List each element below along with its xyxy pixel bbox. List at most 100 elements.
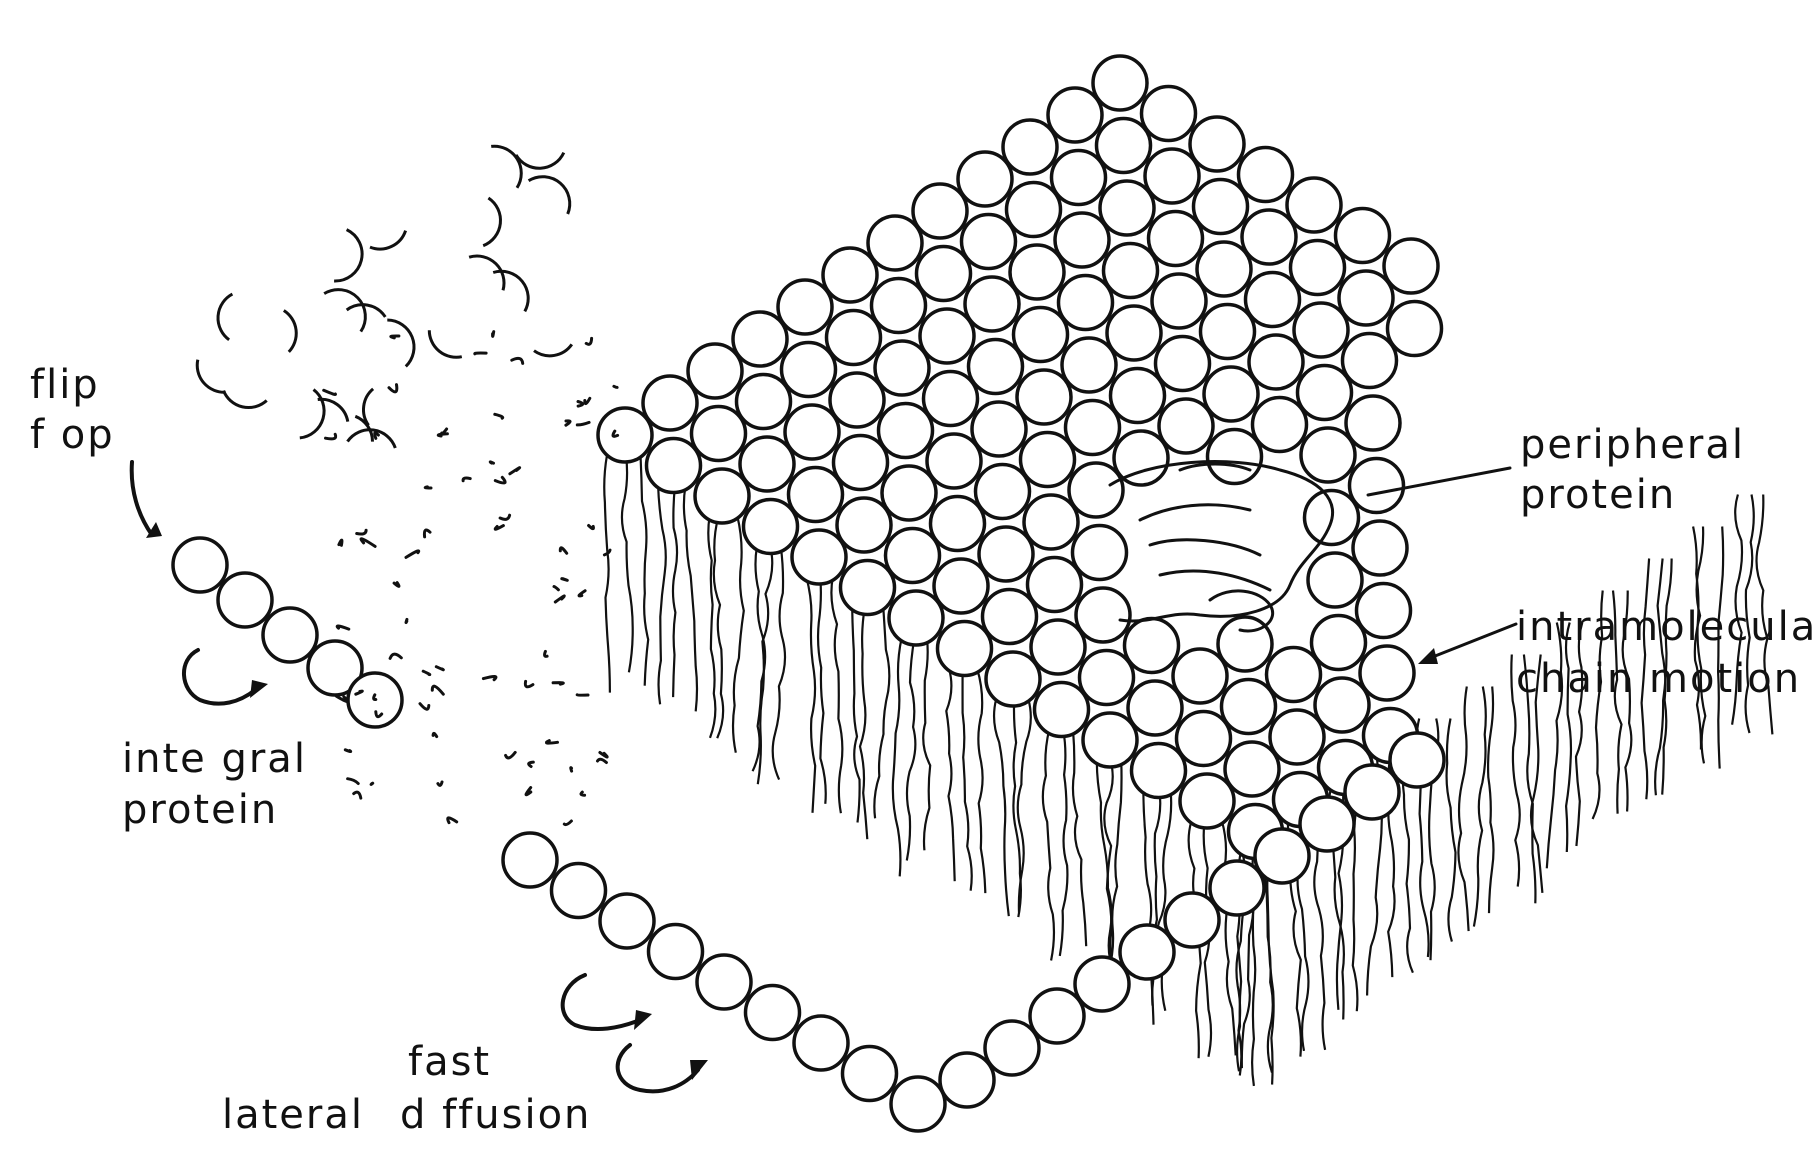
lipid-head bbox=[1031, 620, 1085, 674]
lipid-head bbox=[827, 311, 881, 365]
integral-protein-stroke bbox=[581, 792, 585, 795]
flip-flop-label-line2: f op bbox=[30, 412, 115, 458]
lipid-head bbox=[1125, 619, 1179, 673]
lipid-head bbox=[872, 279, 926, 333]
lipid-tail bbox=[1073, 730, 1086, 947]
lipid-tail bbox=[1447, 719, 1456, 942]
lateral-diffusion-arrowhead-2 bbox=[690, 1060, 708, 1080]
integral-protein-stroke bbox=[600, 753, 607, 758]
bottom-lipid-head bbox=[649, 925, 703, 979]
integral-protein-stroke bbox=[495, 477, 505, 483]
integral-protein-stroke bbox=[390, 654, 401, 658]
integral-protein-stroke bbox=[562, 579, 568, 581]
integral-protein-stroke bbox=[463, 478, 470, 481]
lipid-head bbox=[1301, 428, 1355, 482]
lipid-head bbox=[1080, 651, 1134, 705]
lipid-head bbox=[1357, 584, 1411, 638]
lipid-head bbox=[1055, 213, 1109, 267]
integral-protein-stroke bbox=[589, 526, 594, 529]
lipid-tail bbox=[994, 699, 1009, 916]
lipid-head bbox=[1346, 396, 1400, 450]
lipid-head bbox=[1360, 646, 1414, 700]
integral-protein-stroke bbox=[546, 741, 557, 744]
lipid-tail bbox=[818, 577, 826, 804]
lipid-head bbox=[1291, 241, 1345, 295]
lipid-head bbox=[889, 591, 943, 645]
flip-flop-arrow bbox=[132, 462, 152, 535]
integral-protein-stroke bbox=[345, 750, 350, 752]
lipid-head bbox=[886, 529, 940, 583]
lipid-head bbox=[1312, 616, 1366, 670]
lipid-head bbox=[1239, 148, 1293, 202]
lipid-head bbox=[1149, 212, 1203, 266]
lipid-tail bbox=[977, 669, 985, 894]
lipid-tail bbox=[1104, 760, 1116, 975]
faded-lipid-head bbox=[491, 146, 521, 188]
chain-motion-label-line1: intramolecular bbox=[1516, 604, 1820, 650]
lipid-head bbox=[875, 341, 929, 395]
integral-protein-stroke bbox=[337, 626, 349, 629]
lipid-head bbox=[785, 405, 839, 459]
lipid-head bbox=[927, 434, 981, 488]
integral-protein-stroke bbox=[424, 530, 430, 537]
lipid-head bbox=[647, 439, 701, 493]
lipid-head bbox=[598, 408, 652, 462]
lipid-head bbox=[1066, 401, 1120, 455]
integral-protein-stroke bbox=[432, 686, 443, 694]
lipid-head bbox=[1073, 526, 1127, 580]
lipid-tail bbox=[946, 669, 954, 882]
lipid-head bbox=[837, 498, 891, 552]
lipid-head bbox=[931, 497, 985, 551]
integral-protein-stroke bbox=[566, 421, 570, 425]
lateral-diffusion-arrowhead-1 bbox=[634, 1010, 652, 1030]
bottom-lipid-head bbox=[503, 833, 557, 887]
lipid-head bbox=[976, 465, 1030, 519]
integral-protein-stroke bbox=[525, 681, 533, 686]
lipid-head bbox=[1104, 244, 1158, 298]
lipid-head bbox=[868, 216, 922, 270]
lipid-head bbox=[1308, 553, 1362, 607]
integral-protein-stroke bbox=[598, 759, 607, 762]
integral-protein-stroke bbox=[553, 683, 563, 685]
integral-arrowhead bbox=[250, 680, 268, 698]
lipid-head bbox=[1246, 273, 1300, 327]
faded-lipid-head bbox=[224, 391, 267, 408]
integral-protein-stroke bbox=[510, 468, 520, 474]
lipid-head bbox=[1388, 302, 1442, 356]
chain-motion-leader-line bbox=[1425, 624, 1516, 660]
integral-protein-stroke bbox=[579, 591, 585, 596]
bottom-lipid-head bbox=[746, 986, 800, 1040]
faded-lipid-head bbox=[529, 177, 570, 214]
lipid-head bbox=[1128, 681, 1182, 735]
lipid-tail bbox=[622, 455, 633, 672]
faded-lipid-head bbox=[516, 153, 564, 169]
lateral-diffusion-arrow-2 bbox=[618, 1045, 698, 1091]
lipid-head bbox=[1010, 245, 1064, 299]
lipid-head bbox=[962, 215, 1016, 269]
integral-protein-stroke bbox=[555, 596, 564, 602]
lipid-head bbox=[1222, 680, 1276, 734]
lipid-head bbox=[1100, 181, 1154, 235]
integral-protein-stroke bbox=[560, 548, 566, 553]
integral-protein-stroke bbox=[348, 779, 359, 784]
integral-protein-stroke bbox=[371, 783, 373, 784]
lipid-head bbox=[1204, 367, 1258, 421]
faded-lipid-head bbox=[493, 271, 528, 311]
lipid-head bbox=[1353, 521, 1407, 575]
lipid-head bbox=[1159, 399, 1213, 453]
lipid-head bbox=[1021, 433, 1075, 487]
integral-protein-stroke bbox=[526, 788, 531, 795]
lipid-tail bbox=[1488, 687, 1493, 914]
lipid-head bbox=[695, 469, 749, 523]
bottom-lipid-head bbox=[1210, 861, 1264, 915]
lipid-head bbox=[1028, 558, 1082, 612]
bottom-lipid-head bbox=[1255, 829, 1309, 883]
integral-protein-stroke bbox=[495, 414, 503, 418]
chain-motion-label-line2: chain motion bbox=[1516, 656, 1801, 702]
integral-protein-stroke bbox=[495, 526, 503, 530]
lipid-tail bbox=[1222, 821, 1236, 1055]
lipid-head bbox=[1035, 683, 1089, 737]
lipid-head bbox=[643, 376, 697, 430]
lipid-head bbox=[1093, 56, 1147, 110]
integral-protein-stroke bbox=[438, 782, 442, 785]
